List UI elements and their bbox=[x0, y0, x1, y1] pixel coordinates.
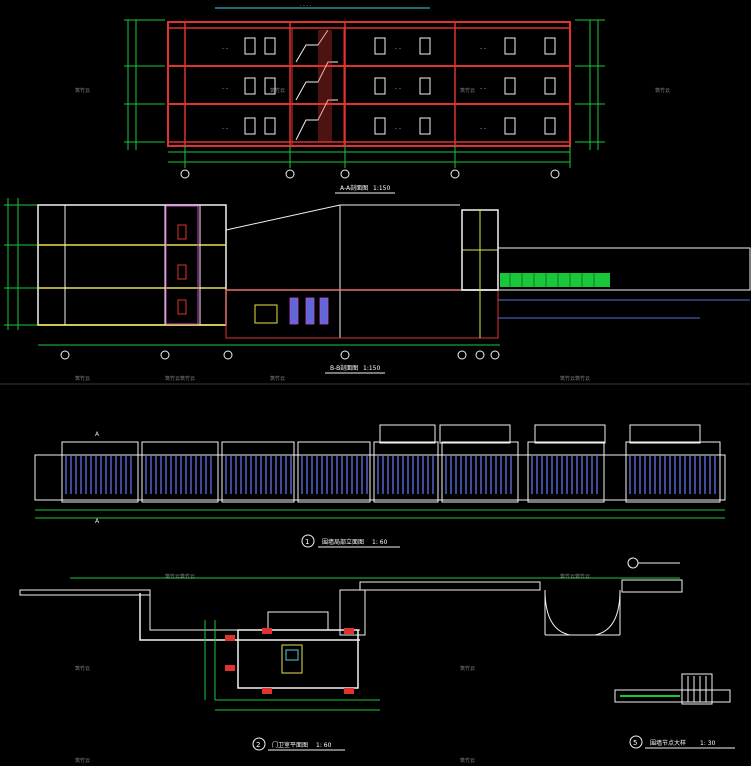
watermark-text: 筑竹云 bbox=[655, 87, 670, 94]
svg-text:·· ··: ·· ·· bbox=[480, 126, 486, 131]
watermark-text: 筑竹云筑竹云 bbox=[165, 375, 195, 382]
watermark-text: 筑竹云 bbox=[460, 757, 475, 764]
section-aa-title: A-A剖面图 bbox=[340, 184, 368, 192]
section-aa-drawing: · · · · bbox=[124, 3, 605, 194]
watermark-text: 筑竹云 bbox=[270, 375, 285, 382]
guard-plan-scale: 1: 60 bbox=[316, 742, 332, 749]
section-aa-scale: 1:150 bbox=[373, 185, 390, 192]
guard-house-plan-drawing: 2 门卫室平面图 1: 60 bbox=[19, 557, 683, 751]
watermark-text: 筑竹云 bbox=[460, 665, 475, 672]
svg-text:A: A bbox=[95, 431, 100, 438]
svg-text:·· ··: ·· ·· bbox=[480, 86, 486, 91]
fence-elevation-number: 1 bbox=[305, 538, 309, 546]
watermark-text: 筑竹云 bbox=[75, 87, 90, 94]
guard-plan-number: 2 bbox=[256, 741, 260, 749]
svg-text:·· ··: ·· ·· bbox=[222, 126, 228, 131]
fence-detail-scale: 1: 30 bbox=[700, 740, 716, 747]
fence-elevation-scale: 1: 60 bbox=[372, 539, 388, 546]
watermarks: 筑竹云 筑竹云 筑竹云 筑竹云 筑竹云 筑竹云筑竹云 筑竹云 筑竹云筑竹云 筑竹… bbox=[75, 87, 670, 764]
watermark-text: 筑竹云 bbox=[75, 757, 90, 764]
svg-text:A: A bbox=[95, 518, 100, 525]
guard-plan-title: 门卫室平面图 bbox=[272, 741, 308, 749]
fence-elevation-drawing: A A 1 围墙局部立面图 1: 60 bbox=[34, 424, 726, 548]
fence-elevation-title: 围墙局部立面图 bbox=[322, 538, 364, 546]
svg-text:· · · ·: · · · · bbox=[300, 3, 312, 9]
svg-text:·· ··: ·· ·· bbox=[480, 46, 486, 51]
watermark-text: 筑竹云 bbox=[75, 665, 90, 672]
section-bb-scale: 1:150 bbox=[363, 365, 380, 372]
section-bb-drawing: B-B剖面图 1:150 bbox=[4, 198, 751, 374]
svg-text:·· ··: ·· ·· bbox=[222, 46, 228, 51]
fence-detail-drawing: 5 围墙节点大样 1: 30 bbox=[614, 673, 735, 749]
svg-text:·· ··: ·· ·· bbox=[395, 126, 401, 131]
section-bb-title: B-B剖面图 bbox=[330, 364, 358, 372]
fence-detail-number: 5 bbox=[633, 739, 637, 747]
watermark-text: 筑竹云 bbox=[460, 87, 475, 94]
svg-text:·· ··: ·· ·· bbox=[395, 46, 401, 51]
watermark-text: 筑竹云 bbox=[75, 375, 90, 382]
watermark-text: 筑竹云筑竹云 bbox=[560, 573, 590, 580]
watermark-text: 筑竹云 bbox=[270, 87, 285, 94]
svg-text:·· ··: ·· ·· bbox=[222, 86, 228, 91]
fence-detail-title: 围墙节点大样 bbox=[650, 739, 686, 747]
fence-bars bbox=[65, 456, 716, 494]
watermark-text: 筑竹云筑竹云 bbox=[165, 573, 195, 580]
svg-text:·· ··: ·· ·· bbox=[395, 86, 401, 91]
watermark-text: 筑竹云筑竹云 bbox=[560, 375, 590, 382]
